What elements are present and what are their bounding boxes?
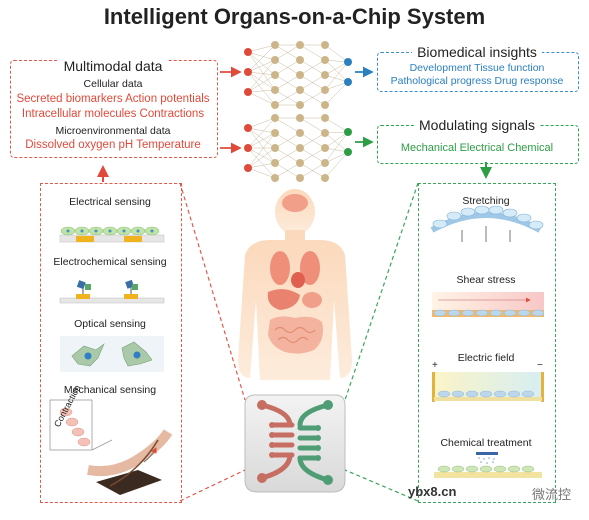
multimodal-data-heading-text: Multimodal data	[58, 58, 168, 74]
electrical-sensing-label: Electrical sensing	[69, 196, 151, 208]
cellular-data-line-2: Intracellular molecules Contractions	[21, 108, 205, 120]
positive-electrode-sign: +	[432, 360, 438, 371]
electrochemical-sensing-label: Electrochemical sensing	[53, 256, 167, 268]
multimodal-data-heading: Multimodal data	[10, 58, 216, 74]
mechanical-sensing-label: Mechanical sensing	[63, 384, 157, 396]
modulating-signals-heading: Modulating signals	[377, 117, 577, 133]
stretching-label: Stretching	[462, 195, 510, 207]
negative-electrode-sign: −	[537, 360, 543, 371]
chip-connectors	[179, 182, 419, 502]
microenvironmental-data-heading: Microenvironmental data	[55, 125, 171, 137]
shear-stress-illustration	[432, 292, 545, 317]
watermark-site: ybx8.cn	[408, 484, 457, 499]
biomedical-insights-heading-text: Biomedical insights	[412, 44, 542, 60]
chemical-treatment-label: Chemical treatment	[440, 437, 532, 449]
microenvironmental-data-line: Dissolved oxygen pH Temperature	[25, 139, 201, 151]
optical-sensing-label: Optical sensing	[74, 318, 146, 330]
cellular-data-heading: Cellular data	[83, 78, 143, 90]
biomedical-insights-heading: Biomedical insights	[377, 44, 577, 60]
neural-network-bottom	[244, 114, 352, 182]
optical-sensing-illustration	[60, 336, 164, 372]
shear-stress-label: Shear stress	[456, 274, 516, 286]
insights-line-1: Development Tissue function	[409, 62, 545, 74]
human-body-figure	[238, 189, 352, 380]
electric-field-illustration	[432, 372, 544, 402]
sensing-panel	[40, 183, 182, 503]
insights-line-2: Pathological progress Drug response	[390, 75, 564, 87]
mechanical-sensing-illustration	[49, 399, 173, 495]
organ-on-chip-device	[244, 394, 346, 493]
flow-arrows	[97, 66, 492, 182]
modulating-signals-line: Mechanical Electrical Chemical	[400, 142, 554, 154]
chemical-treatment-illustration	[434, 452, 542, 478]
electric-field-label: Electric field	[457, 352, 515, 364]
modulating-signals-heading-text: Modulating signals	[414, 117, 540, 133]
stimulation-panel	[418, 183, 556, 503]
neural-network-top	[244, 41, 352, 109]
watermark-channel: 微流控	[532, 487, 572, 502]
diagram-title: Intelligent Organs-on-a-Chip System	[103, 4, 486, 29]
stretching-illustration	[430, 205, 544, 242]
electrochemical-sensing-illustration	[59, 279, 165, 304]
electrical-sensing-illustration	[59, 226, 165, 243]
cellular-data-line-1: Secreted biomarkers Action potentials	[16, 93, 210, 105]
